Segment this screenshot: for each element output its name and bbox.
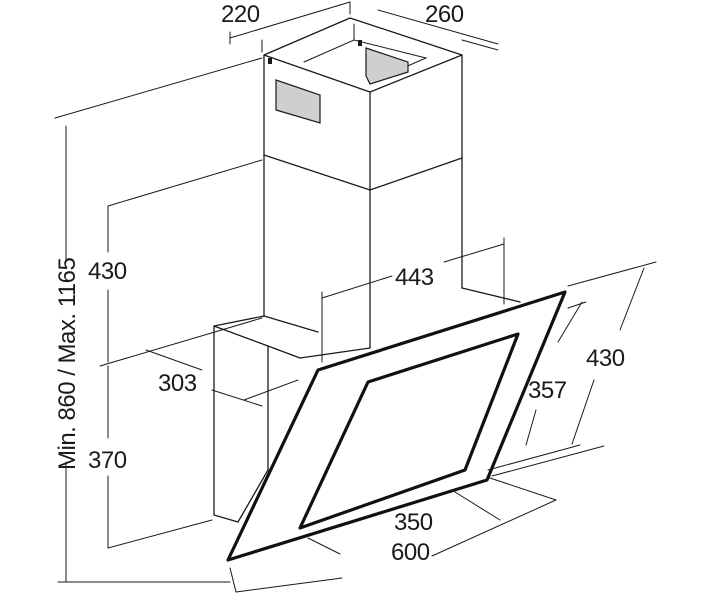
glass-panel-outer [226, 290, 567, 562]
chimney-screw-icon [268, 58, 272, 64]
label-upper-height: 430 [88, 258, 127, 285]
dimension-upper-height [107, 159, 263, 363]
dimension-total-height [54, 57, 263, 583]
label-chimney-depth: 220 [221, 1, 260, 28]
dimension-panel-width [321, 237, 505, 363]
dimension-chimney-depth [229, 1, 351, 53]
vent-opening-front [275, 79, 321, 124]
dimension-depth [145, 349, 299, 407]
glass-panel-inner [298, 332, 520, 530]
label-panel-width: 443 [395, 264, 434, 291]
dimension-lower-height [99, 317, 263, 549]
label-bottom-width-outer: 600 [391, 539, 430, 566]
dimension-bottom-width [229, 477, 557, 593]
vent-opening-top [365, 47, 409, 85]
chimney-lower [263, 154, 463, 349]
label-total-height: Min. 860 / Max. 1165 [54, 258, 81, 470]
label-lower-height: 370 [88, 447, 127, 474]
label-side-height-outer: 430 [586, 345, 625, 372]
chimney-screw-icon [358, 40, 362, 46]
dimension-chimney-width [377, 9, 499, 51]
label-depth: 303 [158, 370, 197, 397]
hood-body [213, 287, 521, 523]
dimension-side-height [487, 261, 657, 477]
label-side-height-inner: 357 [528, 377, 567, 404]
label-bottom-width-inner: 350 [394, 509, 433, 536]
label-chimney-width: 260 [425, 1, 464, 28]
